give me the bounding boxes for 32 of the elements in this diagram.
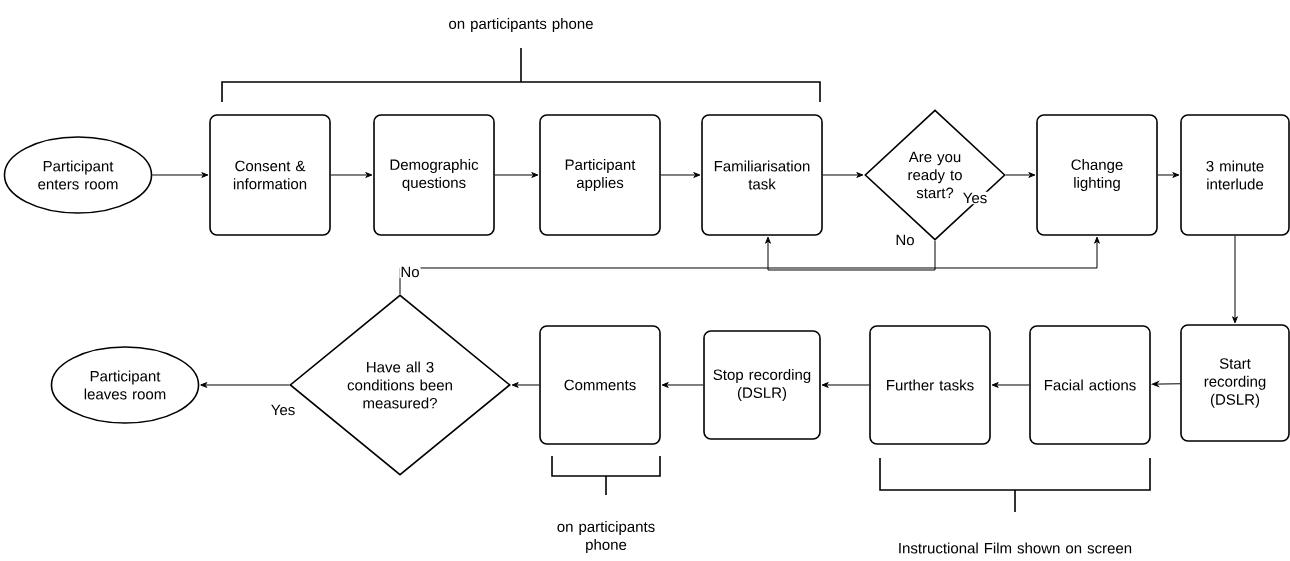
process-box: Participant applies (539, 114, 661, 236)
bracket-label: on participants phone (449, 18, 593, 32)
arrow (494, 172, 539, 178)
arrow (661, 382, 704, 388)
arrow (151, 172, 209, 178)
arrow (821, 382, 870, 388)
arrow (991, 382, 1030, 388)
bracket-label: Instructional Film shown on screen (899, 542, 1132, 554)
arrow (822, 172, 864, 178)
process-box: Consent & information (209, 114, 331, 236)
process-box: Familiarisation task (701, 114, 823, 236)
arrow (1151, 381, 1181, 387)
process-box: Facial actions (1029, 325, 1151, 445)
edge-label: No (399, 265, 421, 279)
process-box: Change lighting (1036, 114, 1158, 236)
arrow (330, 172, 373, 178)
bracket-label: on participants phone (557, 521, 655, 553)
arrow (1005, 172, 1036, 178)
process-box: 3 minute interlude (1180, 114, 1290, 236)
process-box: Comments (539, 325, 661, 445)
arrow (1232, 235, 1238, 324)
process-box: Demographic questions (373, 114, 495, 236)
arrow (200, 382, 290, 388)
process-box: Further tasks (869, 325, 991, 445)
process-box: Stop recording (DSLR) (703, 330, 821, 440)
arrow (511, 382, 540, 388)
arrow (399, 236, 1100, 295)
arrow (1157, 172, 1180, 178)
edge-label: Yes (961, 191, 989, 205)
arrow (765, 236, 936, 271)
arrow (660, 172, 701, 178)
process-box: Start recording (DSLR) (1180, 324, 1290, 442)
